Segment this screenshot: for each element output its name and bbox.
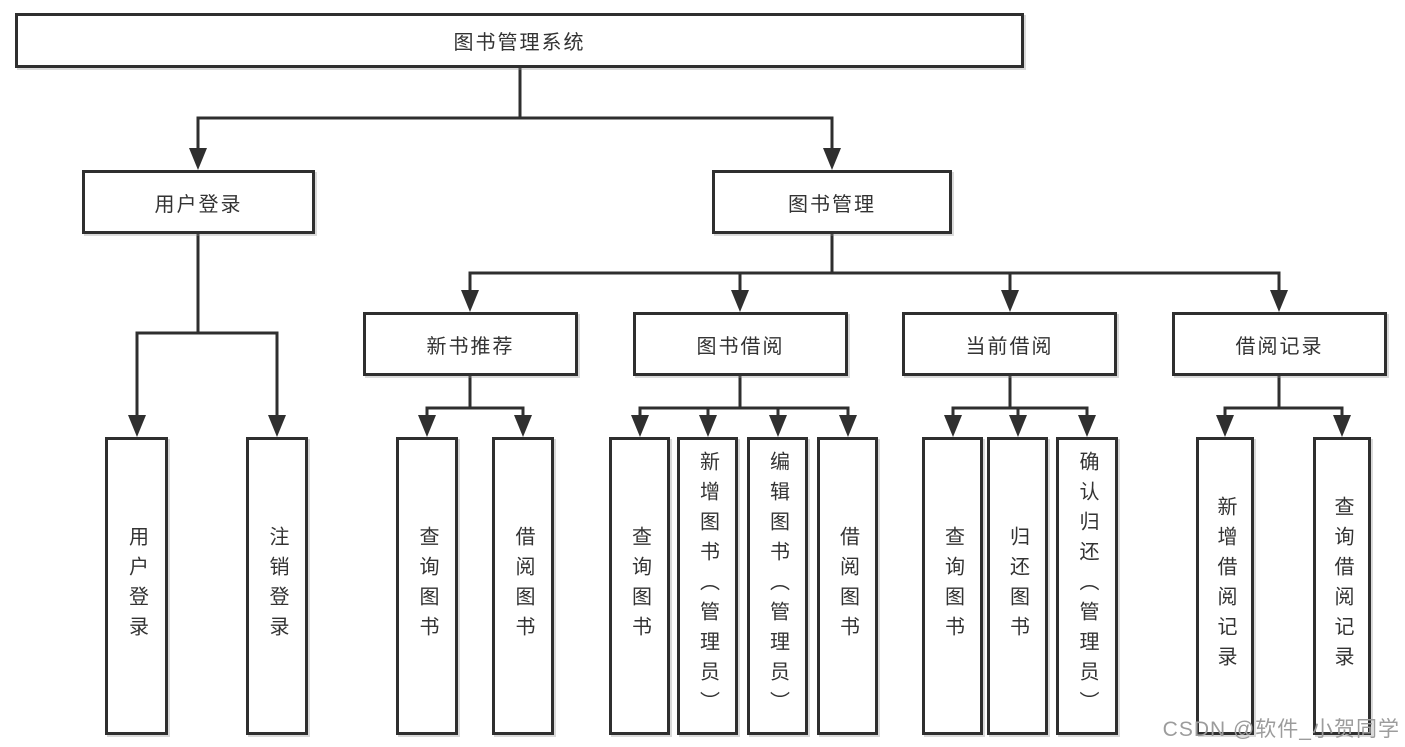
node-label: 借阅记录 (1235, 335, 1324, 358)
connector-user-login-children (128, 234, 286, 437)
connector-current-borrow-children (944, 376, 1096, 437)
node-current-borrow: 当前借阅 (902, 312, 1117, 376)
node-label: 新书推荐 (426, 335, 515, 358)
connector-root-to-level2 (189, 68, 841, 170)
node-label: 借阅图书 (836, 526, 859, 646)
node-label: 用户登录 (125, 526, 148, 646)
leaf-confirm-return-admin: 确认归还（管理员） (1056, 437, 1118, 735)
node-label: 查询借阅记录 (1331, 496, 1353, 676)
node-label: 新增图书（管理员） (696, 451, 719, 721)
connector-book-borrow-children (631, 376, 857, 437)
node-new-book-recommend: 新书推荐 (363, 312, 578, 376)
node-label: 借阅图书 (512, 526, 534, 646)
leaf-query-books-current: 查询图书 (922, 437, 983, 735)
leaf-add-books-admin: 新增图书（管理员） (677, 437, 738, 735)
node-label: 图书管理 (788, 193, 876, 216)
node-label: 归还图书 (1006, 526, 1029, 646)
leaf-query-books-recommend: 查询图书 (396, 437, 458, 735)
node-label: 查询图书 (416, 526, 438, 646)
node-label: 确认归还（管理员） (1076, 451, 1098, 721)
node-label: 新增借阅记录 (1214, 496, 1236, 676)
node-label: 注销登录 (266, 526, 288, 646)
leaf-query-books-borrow: 查询图书 (609, 437, 670, 735)
node-user-login: 用户登录 (82, 170, 315, 234)
leaf-edit-books-admin: 编辑图书（管理员） (747, 437, 808, 735)
leaf-return-books: 归还图书 (987, 437, 1048, 735)
connector-new-book-recommend-children (418, 376, 532, 437)
leaf-add-borrow-record: 新增借阅记录 (1196, 437, 1254, 735)
csdn-watermark: CSDN @软件_小贺同学 (1162, 718, 1400, 741)
node-borrow-records: 借阅记录 (1172, 312, 1387, 376)
node-library-management-system: 图书管理系统 (15, 13, 1024, 68)
connector-book-management-to-level3 (461, 234, 1288, 312)
node-label: 查询图书 (628, 526, 651, 646)
connector-borrow-records-children (1216, 376, 1351, 437)
leaf-user-login: 用户登录 (105, 437, 168, 735)
leaf-borrow-books-recommend: 借阅图书 (492, 437, 554, 735)
node-book-borrow: 图书借阅 (633, 312, 848, 376)
node-label: 编辑图书（管理员） (766, 451, 789, 721)
node-label: 当前借阅 (965, 335, 1054, 358)
leaf-query-borrow-record: 查询借阅记录 (1313, 437, 1371, 735)
node-book-management: 图书管理 (712, 170, 952, 234)
node-label: 图书借阅 (696, 335, 785, 358)
node-label: 图书管理系统 (453, 32, 586, 54)
leaf-borrow-books: 借阅图书 (817, 437, 878, 735)
node-label: 查询图书 (941, 526, 964, 646)
node-label: 用户登录 (154, 193, 243, 216)
leaf-logout-login: 注销登录 (246, 437, 308, 735)
